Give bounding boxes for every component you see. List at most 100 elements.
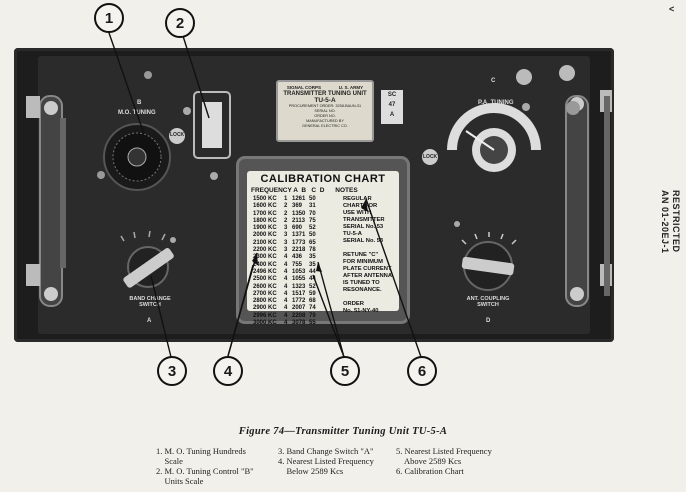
calibration-cell: 1600 KC bbox=[253, 203, 277, 210]
calibration-cell: 1055 bbox=[292, 276, 306, 283]
calibration-cell: 3078 bbox=[292, 320, 306, 327]
counter-window bbox=[183, 91, 231, 180]
legend-item: Units Scale bbox=[156, 476, 204, 486]
calibration-cell: 2100 KC bbox=[253, 239, 277, 246]
legend-item: Above 2589 Kcs bbox=[396, 456, 462, 466]
calibration-note-line: ORDER bbox=[343, 301, 364, 307]
calibration-cell: 2996 KC bbox=[253, 312, 277, 319]
band-change-switch bbox=[120, 230, 176, 288]
callout-6: 6 bbox=[407, 356, 437, 386]
nameplate-model: TU-5-A bbox=[314, 97, 336, 104]
nameplate: SIGNAL CORPS U. S. ARMY TRANSMITTER TUNI… bbox=[276, 80, 374, 142]
nameplate-us-army: U. S. ARMY bbox=[338, 85, 364, 90]
calibration-cell: 79 bbox=[309, 312, 316, 319]
calibration-row: 1600 KC 2 369 31 bbox=[253, 203, 321, 210]
calibration-note-line: RESONANCE. bbox=[343, 287, 382, 293]
calibration-chart: CALIBRATION CHART FREQUENCY A B C D NOTE… bbox=[247, 171, 399, 326]
nameplate-line: SERIAL NO. bbox=[314, 109, 336, 113]
nameplate-signal-corps: SIGNAL CORPS bbox=[286, 85, 322, 90]
corner-mark: < bbox=[669, 4, 675, 14]
calibration-cell: 2208 bbox=[292, 312, 306, 319]
calibration-cell: 1772 bbox=[292, 298, 306, 305]
calibration-cell: 2300 KC bbox=[253, 254, 277, 261]
calibration-cell: 35 bbox=[309, 261, 316, 268]
calibration-cell: 1517 bbox=[292, 290, 306, 297]
calibration-cell: 4 bbox=[284, 298, 288, 305]
right-handle bbox=[565, 90, 612, 307]
mo-tuning-dial bbox=[97, 71, 185, 191]
calibration-cell: 1900 KC bbox=[253, 225, 277, 232]
calibration-cell: 1053 bbox=[292, 268, 306, 275]
calibration-cell: 2800 KC bbox=[253, 298, 277, 305]
lock-left-label: LOCK bbox=[170, 132, 185, 138]
calibration-cell: 369 bbox=[292, 203, 303, 210]
calibration-cell: 4 bbox=[284, 268, 288, 275]
calibration-cell: 2 bbox=[284, 203, 288, 210]
calibration-cell: 2 bbox=[284, 217, 288, 224]
calibration-note-line: IS TUNED TO bbox=[343, 280, 380, 286]
calibration-cell: 2200 KC bbox=[253, 247, 277, 254]
calibration-cell: 1261 bbox=[292, 196, 306, 202]
antenna-coupling-label: ANT. COUPLING SWITCH bbox=[466, 296, 510, 308]
callout-3: 3 bbox=[157, 356, 187, 386]
legend-item: 3. Band Change Switch "A" bbox=[278, 446, 374, 456]
calibration-note-line: PLATE CURRENT bbox=[343, 266, 392, 272]
calibration-cell: 65 bbox=[309, 239, 316, 246]
calibration-chart-header: FREQUENCY A B C D NOTES bbox=[251, 187, 358, 194]
sc-tag-line: A bbox=[389, 112, 395, 118]
calibration-note-line: TRANSMITTER bbox=[343, 217, 385, 223]
calibration-cell: 4 bbox=[284, 254, 288, 261]
calibration-cell: 4 bbox=[284, 283, 288, 290]
calibration-cell: 68 bbox=[309, 298, 316, 305]
calibration-cell: 4 bbox=[284, 276, 288, 283]
calibration-cell: 2113 bbox=[292, 217, 306, 224]
calibration-cell: 75 bbox=[309, 217, 316, 224]
calibration-cell: 1500 KC bbox=[253, 196, 277, 202]
calibration-cell: 3 bbox=[284, 232, 288, 239]
knob-letter-a: A bbox=[147, 318, 152, 324]
calibration-note-line: REGULAR bbox=[343, 196, 372, 202]
antenna-coupling-switch bbox=[454, 221, 517, 291]
calibration-cell: 4 bbox=[284, 312, 288, 319]
band-change-label: BAND CHANGE SWITCH bbox=[129, 296, 171, 308]
callout-2: 2 bbox=[165, 8, 195, 38]
calibration-cell: 50 bbox=[309, 196, 316, 202]
calibration-note-line bbox=[343, 245, 397, 252]
calibration-cell: 1371 bbox=[292, 232, 306, 239]
legend-item: 1. M. O. Tuning Hundreds bbox=[156, 446, 246, 456]
mo-tuning-label: M.O. TUNING bbox=[118, 110, 156, 116]
nameplate-line: PROCUREMENT ORDER: 3258-BAUN-31 bbox=[288, 104, 362, 108]
calibration-cell: 436 bbox=[292, 254, 303, 261]
calibration-cell: 2 bbox=[284, 210, 288, 217]
calibration-cell: 50 bbox=[309, 232, 316, 239]
calibration-cell: 2218 bbox=[292, 247, 306, 254]
legend-column-3: 5. Nearest Listed Frequency Above 2589 K… bbox=[396, 446, 492, 476]
callout-1: 1 bbox=[94, 3, 124, 33]
calibration-cell: 78 bbox=[309, 247, 316, 254]
legend-item: Below 2589 Kcs bbox=[278, 466, 344, 476]
calibration-cell: 31 bbox=[309, 203, 316, 210]
calibration-cell: 4 bbox=[284, 261, 288, 268]
calibration-cell: 2600 KC bbox=[253, 283, 277, 290]
calibration-cell: 1800 KC bbox=[253, 217, 277, 224]
calibration-note-line: FOR MINIMUM bbox=[343, 259, 383, 265]
calibration-note-line: USE WITH bbox=[343, 210, 372, 216]
sidebar-security-label: RESTRICTED AN 01-20EJ-1 bbox=[660, 190, 681, 254]
calibration-cell: 2007 bbox=[292, 305, 306, 312]
calibration-cell: 1323 bbox=[292, 283, 306, 290]
sc-tag: SC 47 A bbox=[381, 90, 403, 124]
calibration-cell: 2496 KC bbox=[253, 268, 277, 275]
pa-tuning-label: P.A. TUNING bbox=[478, 100, 514, 106]
